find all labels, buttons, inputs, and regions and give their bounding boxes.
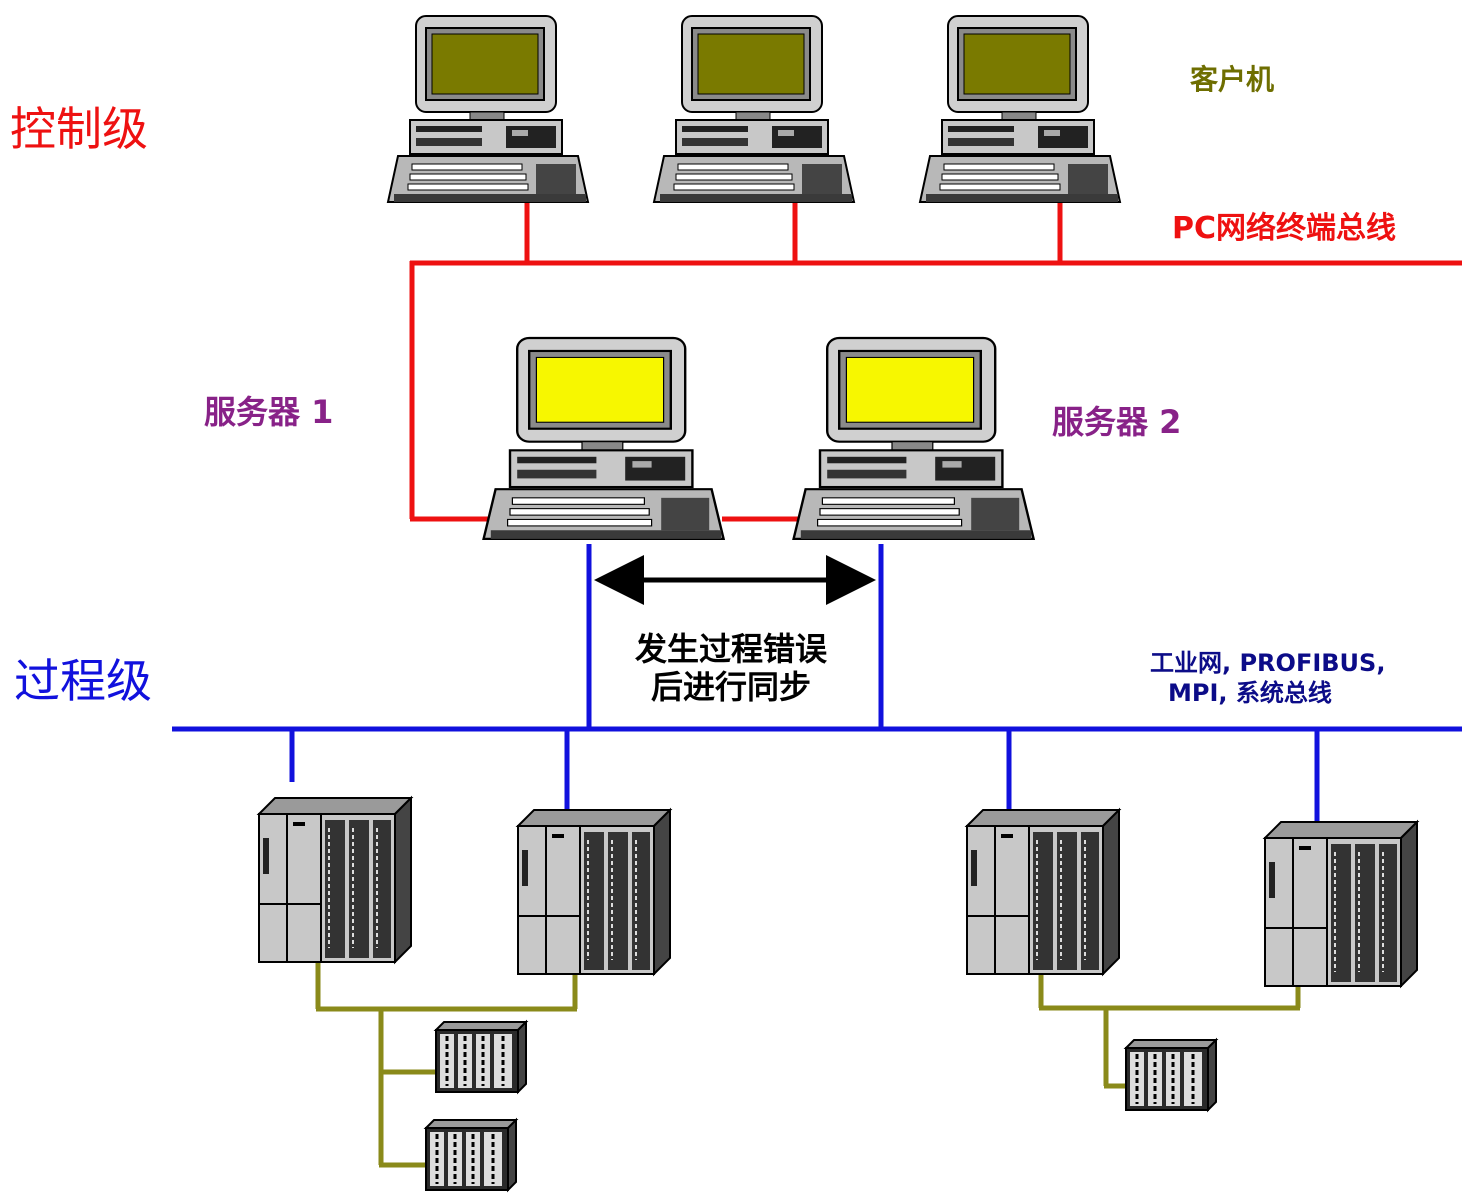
server-2-label: 服务器 2 [1052,403,1182,441]
io-module-2 [424,1118,518,1192]
sync-note-line-2: 后进行同步 [650,668,811,706]
process-level-label: 过程级 [14,654,152,708]
plc-rack-1 [258,797,412,963]
client-computer-1 [387,15,589,203]
server-computer-2 [792,336,1035,541]
control-level-label: 控制级 [10,102,148,156]
client-label: 客户机 [1190,63,1275,96]
sync-note-line-1: 发生过程错误 [634,630,827,668]
plc-rack-3 [966,809,1120,975]
server-1-label: 服务器 1 [204,393,334,431]
field-bus [315,962,1301,1168]
pc-bus-label: PC网络终端总线 [1172,211,1397,246]
client-computer-2 [653,15,855,203]
industrial-network-line-2: MPI, 系统总线 [1168,679,1332,707]
server-computer-1 [482,336,725,541]
pc-terminal-bus [409,200,1462,522]
industrial-network-line-1: 工业网, PROFIBUS, [1150,649,1386,677]
sync-note: 发生过程错误 后进行同步 [600,630,862,706]
client-computer-3 [919,15,1121,203]
io-module-1 [434,1020,528,1094]
industrial-network-label: 工业网, PROFIBUS, MPI, 系统总线 [1150,648,1385,708]
plc-rack-4 [1264,821,1418,987]
io-module-3 [1124,1038,1218,1112]
process-bus [172,544,1462,823]
plc-rack-2 [517,809,671,975]
